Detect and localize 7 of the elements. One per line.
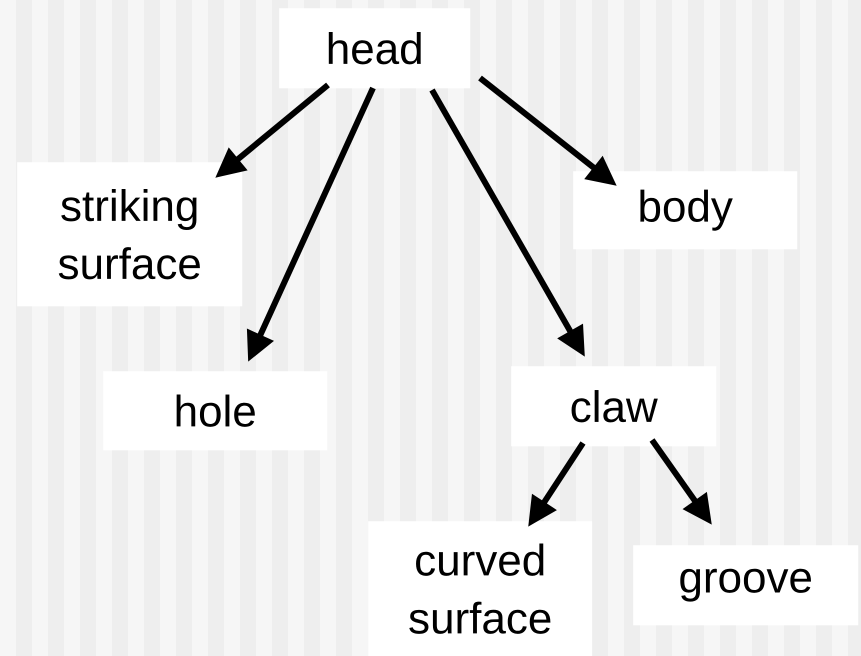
part-box: body [573,171,798,250]
part-box: hole [103,371,328,450]
part-box: striking surface [17,162,242,306]
part-box: claw [511,366,716,446]
part-box: head [279,8,470,88]
part-box: curved surface [368,521,592,656]
part-box: groove [633,545,858,626]
